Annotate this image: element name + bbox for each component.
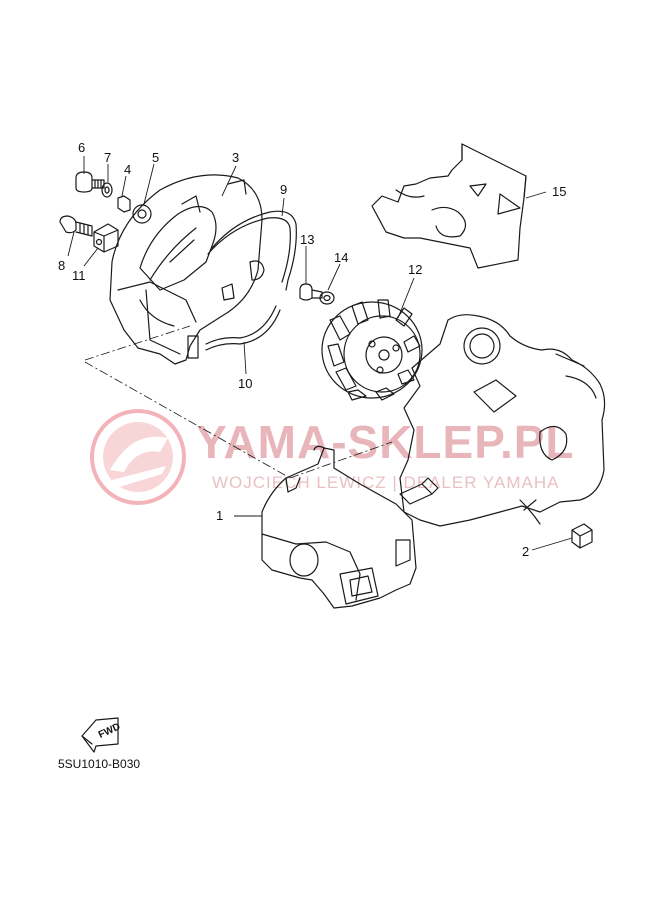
bolt-13: [299, 283, 323, 301]
gasket-15: [371, 143, 527, 269]
screw-8: [59, 215, 93, 237]
fan-shroud-cover: [109, 174, 265, 365]
part-label-13: 13: [300, 232, 314, 247]
washer-14: [319, 291, 335, 305]
part-label-15: 15: [552, 184, 566, 199]
air-shroud-1: [261, 445, 417, 609]
hose-10: [205, 305, 281, 351]
washer-7: [101, 182, 113, 198]
hose-9: [207, 210, 297, 291]
part-label-11: 11: [72, 268, 86, 283]
spark-plug: [399, 477, 439, 505]
part-label-2: 2: [522, 544, 529, 559]
part-label-8: 8: [58, 258, 65, 273]
diagram-code: 5SU1010-B030: [58, 757, 141, 771]
part-label-14: 14: [334, 250, 348, 265]
engine-crankcase: [399, 314, 606, 527]
assembly-lines: [84, 325, 393, 479]
clip-nut-11: [93, 223, 119, 253]
part-label-12: 12: [408, 262, 422, 277]
cooling-fan-12: [321, 299, 423, 401]
watermark-logo: [90, 409, 186, 505]
part-label-4: 4: [124, 162, 131, 177]
clip-nut-2: [571, 523, 593, 549]
part-label-1: 1: [216, 508, 223, 523]
grommet-5: [132, 204, 152, 224]
part-label-6: 6: [78, 140, 85, 155]
watermark-subtitle: WOJCIECH LEWICZ | DEALER YAMAHA: [212, 473, 559, 492]
part-label-5: 5: [152, 150, 159, 165]
part-label-9: 9: [280, 182, 287, 197]
part-label-10: 10: [238, 376, 252, 391]
part-label-7: 7: [104, 150, 111, 165]
fwd-arrow-icon: FWD: [81, 717, 122, 753]
collar-4: [117, 195, 131, 213]
leader-lines: [67, 156, 573, 551]
watermark-title: YAMA-SKLEP.PL: [196, 416, 575, 468]
screw-6: [75, 171, 105, 193]
part-label-3: 3: [232, 150, 239, 165]
